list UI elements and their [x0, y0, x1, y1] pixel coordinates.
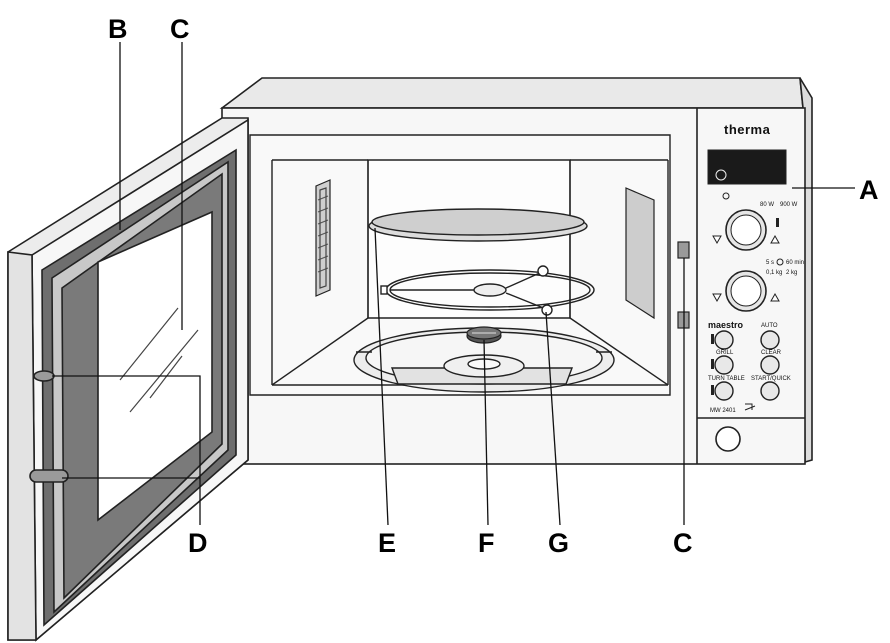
- power-up-icon: [770, 234, 780, 244]
- control-panel: therma 80 W 900 W 5 s 60 min 0,1 kg 2 kg…: [697, 122, 805, 452]
- callout-e: E: [378, 528, 396, 558]
- timer-knob[interactable]: [725, 270, 767, 312]
- timer-min-label: 5 s: [766, 260, 774, 266]
- callout-a: A: [859, 175, 879, 205]
- auto-label: AUTO: [761, 323, 778, 329]
- start-quick-button[interactable]: [760, 381, 780, 401]
- callout-f: F: [478, 528, 495, 558]
- power-marker-icon: [776, 218, 779, 227]
- timer-down-icon: [712, 293, 722, 303]
- drive-coupler: [466, 326, 502, 344]
- weight-min-label: 0,1 kg: [766, 270, 782, 276]
- clear-label: CLEAR: [761, 350, 782, 356]
- turn-table-label: TURN TABLE: [708, 376, 745, 382]
- display-screen: [707, 149, 787, 185]
- power-max-label: 900 W: [780, 202, 798, 208]
- grill-led-icon: [711, 359, 714, 369]
- left-vent: [315, 179, 331, 297]
- callout-c-top: C: [170, 14, 190, 44]
- model-label: MW 2401: [710, 408, 736, 414]
- display-indicator-icon: [715, 169, 727, 181]
- power-knob[interactable]: [725, 209, 767, 251]
- brand-logo: therma: [724, 122, 771, 137]
- roller-ring: [380, 265, 595, 316]
- power-min-label: 80 W: [760, 202, 774, 208]
- waveguide-cover: [625, 187, 655, 320]
- grill-plate: [368, 208, 588, 242]
- callout-c-bottom: C: [673, 528, 693, 558]
- maestro-led-icon: [711, 334, 714, 344]
- grill-button[interactable]: [714, 355, 734, 375]
- leader-lines: [52, 42, 855, 526]
- start-quick-label: START/QUICK: [751, 376, 791, 382]
- auto-button[interactable]: [760, 330, 780, 350]
- door-release-button[interactable]: [715, 426, 741, 452]
- clock-icon: [722, 192, 730, 200]
- callout-g: G: [548, 528, 569, 558]
- turn-table-led-icon: [711, 385, 714, 395]
- timer-icon: [776, 258, 784, 266]
- timer-max-label: 60 min: [786, 260, 804, 266]
- clear-button[interactable]: [760, 355, 780, 375]
- timer-up-icon: [770, 292, 780, 302]
- maestro-label: maestro: [708, 320, 744, 330]
- oven-door: [7, 117, 249, 642]
- callout-d: D: [188, 528, 208, 558]
- weight-max-label: 2 kg: [786, 270, 797, 276]
- grill-label: GRILL: [716, 350, 734, 356]
- callout-b: B: [108, 14, 128, 44]
- maestro-button[interactable]: [714, 330, 734, 350]
- power-down-icon: [712, 235, 722, 245]
- door-open-icon: [744, 403, 756, 411]
- turn-table-button[interactable]: [714, 381, 734, 401]
